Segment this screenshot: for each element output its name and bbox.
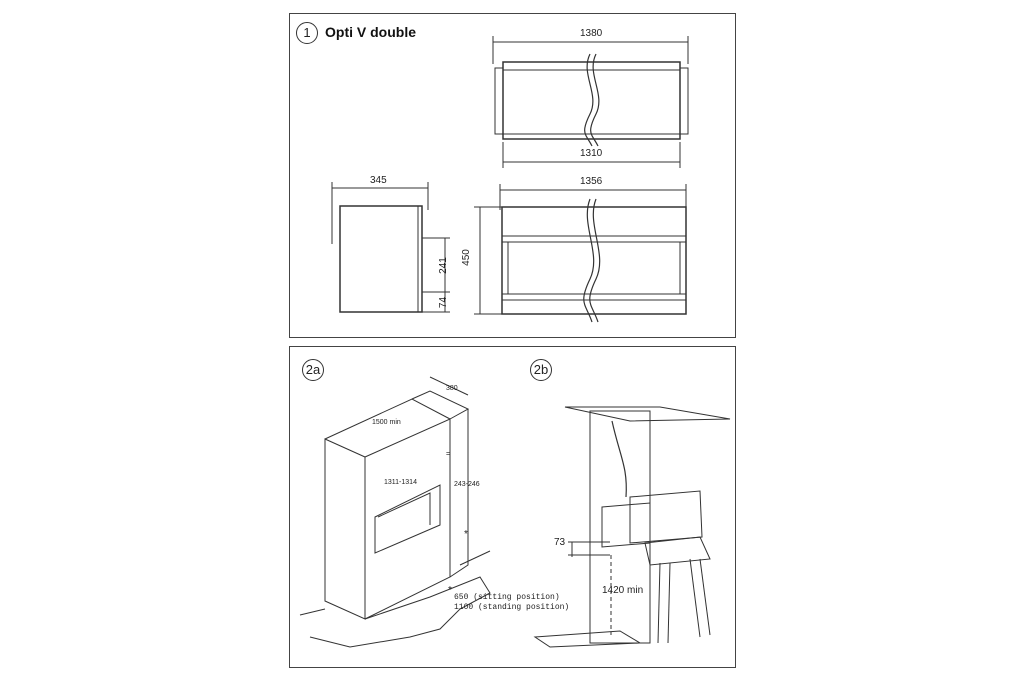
dim-side-depth: 345 bbox=[370, 175, 387, 186]
asterisk-mark: * bbox=[464, 529, 468, 540]
installation-drawing bbox=[299, 376, 731, 648]
dim-top-inner-width: 1310 bbox=[580, 148, 603, 159]
figure-number-2a: 2a bbox=[302, 359, 324, 381]
figure-number-2b: 2b bbox=[530, 359, 552, 381]
dim-opening-width: 1311-1314 bbox=[384, 479, 417, 486]
panel-dimensions: 1 Opti V double 1380 1310 345 1356 450 2… bbox=[289, 13, 736, 338]
panel-installation: 2a 2b 380 1500 min 1311-1314 243-246 = *… bbox=[289, 346, 736, 668]
dim-base-height-2b: 73 bbox=[554, 537, 566, 548]
equal-mark: = bbox=[446, 451, 451, 458]
dim-depth: 380 bbox=[446, 385, 458, 392]
dim-opening-height: 243-246 bbox=[454, 481, 480, 488]
dim-min-width: 1500 min bbox=[372, 419, 401, 426]
note-sitting: 650 (sitting position) bbox=[454, 593, 560, 602]
note-standing: 1100 (standing position) bbox=[454, 603, 570, 612]
dim-front-width: 1356 bbox=[580, 176, 603, 187]
figure-number: 1 bbox=[296, 22, 318, 44]
dim-height: 450 bbox=[460, 249, 472, 266]
dimension-drawing bbox=[331, 36, 689, 323]
dim-opening-height: 241 bbox=[437, 257, 449, 274]
dim-base-height: 74 bbox=[438, 296, 450, 309]
dim-min-height: 1420 min bbox=[602, 585, 644, 596]
product-title: Opti V double bbox=[325, 24, 416, 40]
dim-top-width: 1380 bbox=[580, 28, 603, 39]
note-asterisk: * bbox=[448, 585, 452, 596]
